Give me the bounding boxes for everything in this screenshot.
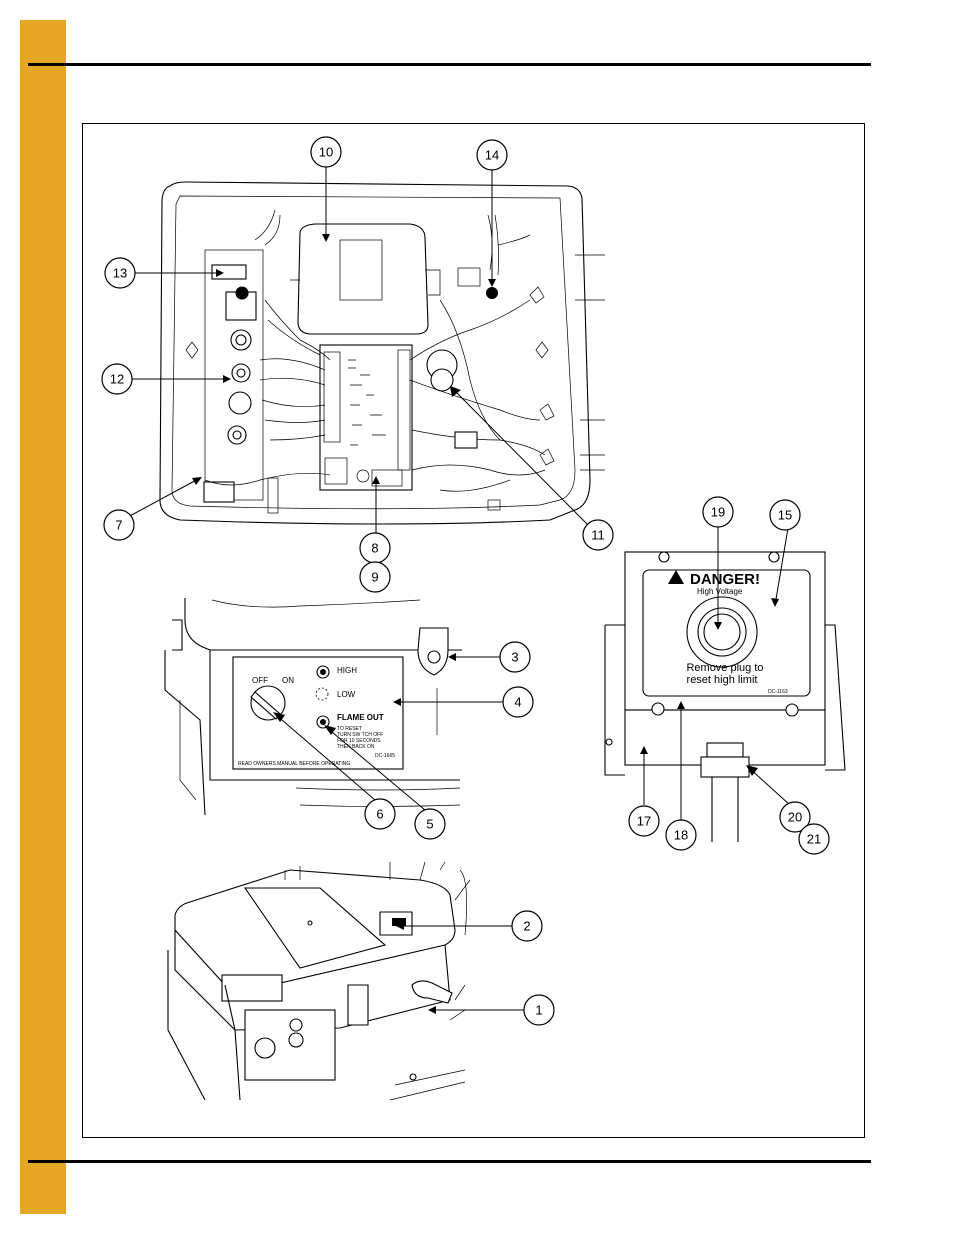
control-box-interior-drawing: [159, 181, 605, 525]
danger-decal-code: DC-1163: [768, 689, 788, 695]
figure-frame: [82, 123, 865, 1138]
on-label: ON: [282, 676, 294, 685]
callout-19: 19: [702, 496, 734, 528]
callout-5-label: 5: [426, 817, 433, 832]
callout-18: 18: [665, 819, 697, 851]
callout-13-label: 13: [113, 266, 127, 281]
danger-subheading: High Voltage: [697, 587, 743, 596]
callout-20: 20: [779, 801, 811, 833]
callout-3-label: 3: [511, 650, 518, 665]
reset-instruction-3: FOR 10 SECONDS: [337, 738, 381, 744]
side-color-tab: [20, 20, 66, 1214]
callout-5: 5: [414, 808, 446, 840]
high-label: HIGH: [337, 666, 357, 675]
callout-19-label: 19: [711, 505, 725, 520]
callout-17: 17: [628, 805, 660, 837]
callout-7-label: 7: [115, 518, 122, 533]
callout-15: 15: [769, 499, 801, 531]
callout-13: 13: [104, 257, 136, 289]
callout-8-label: 8: [371, 541, 378, 556]
callout-11: 11: [582, 519, 614, 551]
callout-18-label: 18: [674, 828, 688, 843]
callout-7: 7: [103, 509, 135, 541]
callout-1: 1: [523, 994, 555, 1026]
callout-10: 10: [310, 136, 342, 168]
callout-3: 3: [499, 641, 531, 673]
callout-8: 8: [359, 532, 391, 564]
callout-21: 21: [798, 823, 830, 855]
callout-14: 14: [476, 139, 508, 171]
callout-11-label: 11: [591, 528, 605, 543]
callout-4-label: 4: [514, 695, 521, 710]
callout-17-label: 17: [637, 814, 651, 829]
low-label: LOW: [337, 690, 356, 699]
reset-instruction-1: TO RESET: [337, 726, 362, 732]
callout-14-label: 14: [485, 148, 499, 163]
flame-out-label: FLAME OUT: [337, 713, 384, 722]
reset-instruction-4: THEN BACK ON: [337, 744, 375, 750]
callout-12: 12: [101, 363, 133, 395]
callout-15-label: 15: [778, 508, 792, 523]
high-limit-cover-drawing: DANGER! High Voltage Remove plug to rese…: [604, 551, 846, 842]
callout-12-label: 12: [110, 372, 124, 387]
panel-decal-code: DC-1665: [375, 753, 395, 759]
callout-21-label: 21: [807, 832, 821, 847]
callout-1-label: 1: [535, 1003, 542, 1018]
callout-10-label: 10: [319, 145, 333, 160]
callout-6: 6: [364, 798, 396, 830]
leader-lines: [127, 167, 791, 1014]
footer-rule: [28, 1160, 871, 1163]
reset-instruction-2: TURN SW TCH OFF: [337, 732, 383, 738]
callout-2: 2: [511, 910, 543, 942]
callout-6-label: 6: [376, 807, 383, 822]
callout-9: 9: [359, 561, 391, 593]
callout-20-label: 20: [788, 810, 802, 825]
danger-instruction-1: Remove plug to: [686, 662, 763, 674]
front-control-panel-drawing: OFF ON HIGH LOW FLAME OUT TO RESET TURN …: [164, 598, 462, 816]
danger-heading: DANGER!: [690, 571, 760, 588]
danger-instruction-2: reset high limit: [687, 674, 758, 686]
callout-2-label: 2: [523, 919, 530, 934]
callout-9-label: 9: [371, 570, 378, 585]
header-rule: [28, 63, 871, 66]
manual-notice: READ OWNERS MANUAL BEFORE OPERATING: [238, 761, 350, 767]
callout-4: 4: [502, 686, 534, 718]
closed-control-box-drawing: [167, 861, 471, 1101]
off-label: OFF: [252, 676, 268, 685]
